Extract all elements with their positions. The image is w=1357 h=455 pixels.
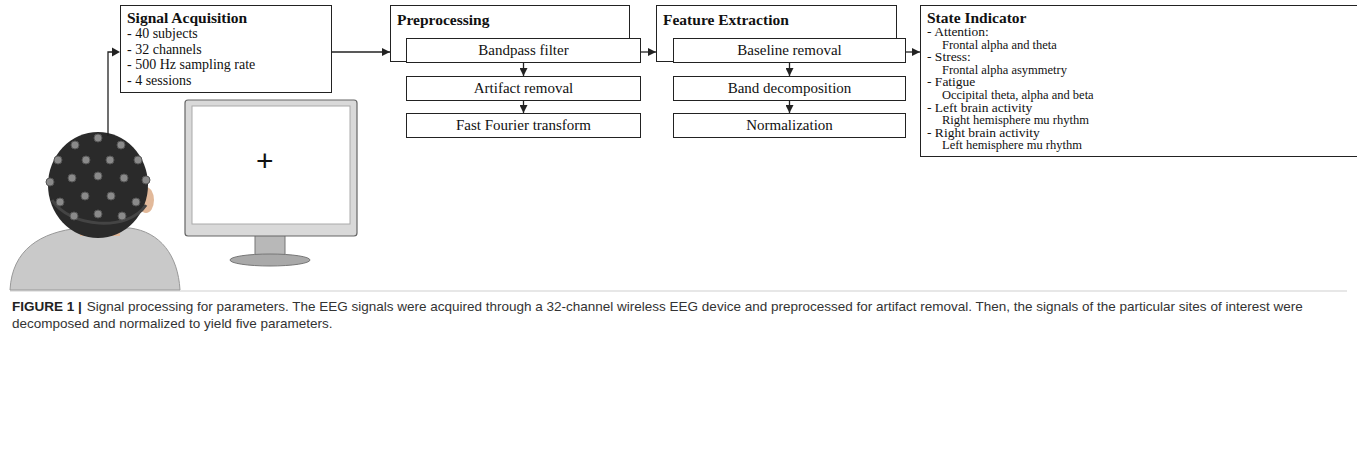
box-heading: Preprocessing [397, 11, 623, 28]
group-box: Feature ExtractionBaseline removalBand d… [656, 5, 897, 62]
process-box: Artifact removal [406, 76, 641, 101]
box-text: Left hemisphere mu rhythm [927, 139, 1357, 152]
box-text: - 40 subjects [127, 26, 325, 42]
box-text: Right hemisphere mu rhythm [927, 114, 1357, 127]
box-text: - Attention: [927, 26, 1357, 39]
process-box: Fast Fourier transform [406, 113, 641, 138]
box-text: - Left brain activity [927, 102, 1357, 115]
caption-rule [10, 291, 1347, 292]
fixation-cross: + [256, 146, 274, 176]
flow-arrow [332, 51, 390, 52]
flow-arrow [789, 63, 790, 76]
flow-arrow [641, 51, 656, 52]
flow-arrow [523, 63, 524, 76]
figure-caption: FIGURE 1 |Signal processing for paramete… [12, 298, 1347, 332]
box-text: Baseline removal [737, 42, 842, 59]
person-illustration [10, 132, 180, 290]
box-heading: State Indicator [927, 9, 1357, 26]
list-box: Signal Acquisition- 40 subjects- 32 chan… [120, 5, 332, 93]
process-box: Normalization [673, 113, 906, 138]
process-box: Bandpass filter [406, 38, 641, 63]
flow-arrow [906, 51, 920, 52]
monitor-illustration [185, 100, 357, 266]
box-text: Normalization [746, 117, 833, 134]
caption-text: Signal processing for parameters. The EE… [12, 299, 1303, 331]
box-text: Frontal alpha asymmetry [927, 64, 1357, 77]
process-box: Band decomposition [673, 76, 906, 101]
box-text: Band decomposition [728, 80, 852, 97]
box-text: Artifact removal [474, 80, 574, 97]
box-heading: Feature Extraction [663, 11, 890, 28]
box-text: - Right brain activity [927, 127, 1357, 140]
box-heading: Signal Acquisition [127, 9, 325, 26]
process-box: Baseline removal [673, 38, 906, 63]
box-text: Occipital theta, alpha and beta [927, 89, 1357, 102]
feedback-arrow [108, 48, 120, 137]
box-text: Frontal alpha and theta [927, 39, 1357, 52]
list-box: State Indicator- Attention:Frontal alpha… [920, 5, 1357, 157]
group-box: PreprocessingBandpass filterArtifact rem… [390, 5, 630, 62]
box-text: - 500 Hz sampling rate [127, 57, 325, 73]
box-text: - 32 channels [127, 42, 325, 58]
flow-arrow [523, 101, 524, 113]
flow-arrow [789, 101, 790, 113]
box-text: Bandpass filter [478, 42, 568, 59]
box-text: Fast Fourier transform [456, 117, 591, 134]
box-text: - Fatigue [927, 76, 1357, 89]
figure-number: FIGURE 1 | [12, 299, 82, 314]
box-text: - Stress: [927, 51, 1357, 64]
box-text: - 4 sessions [127, 73, 325, 89]
